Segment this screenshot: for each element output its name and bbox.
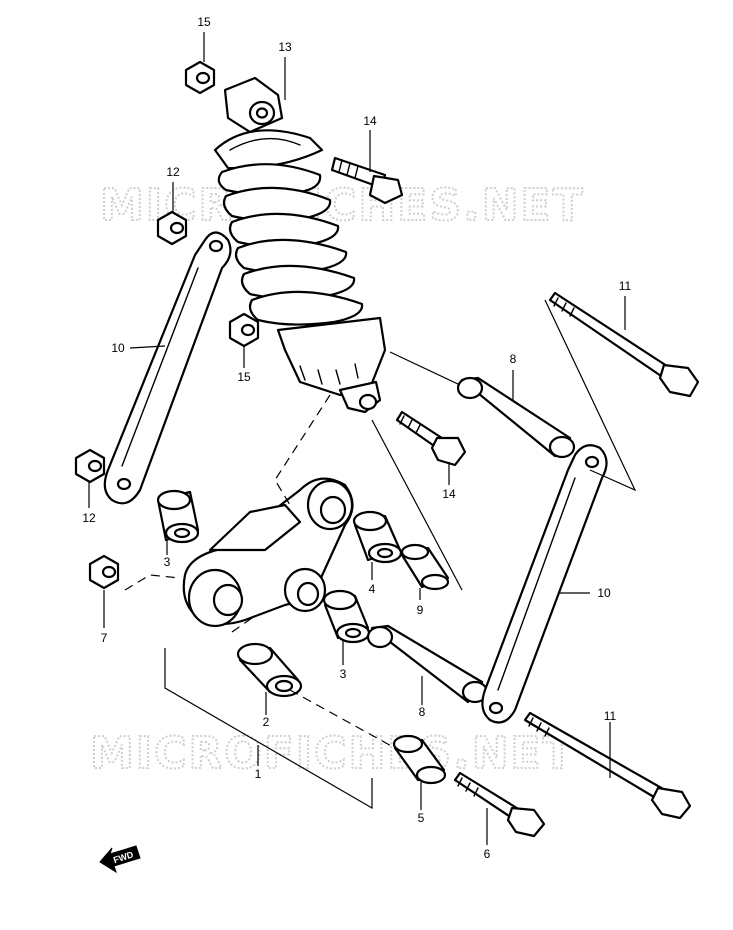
shock-absorber — [213, 76, 387, 414]
bolt-11-lower — [523, 711, 692, 820]
callout-9: 9 — [417, 603, 424, 617]
bearing-2 — [236, 642, 303, 698]
alignment-line-nut7 — [124, 574, 181, 591]
callout-8-upper: 8 — [510, 352, 517, 366]
leader-lines — [88, 32, 626, 845]
bolt-11-upper — [548, 291, 700, 398]
callout-2: 2 — [263, 715, 270, 729]
callout-1: 1 — [255, 767, 262, 781]
bolt-lower — [395, 410, 467, 467]
nut-7 — [88, 554, 120, 590]
bolt-upper — [330, 156, 404, 205]
callout-13: 13 — [278, 40, 292, 54]
callout-14-bottom: 14 — [442, 487, 456, 501]
spacer-8-upper — [456, 376, 576, 459]
callout-12-top: 12 — [166, 165, 180, 179]
connector-bolt-bushing — [371, 419, 463, 591]
callout-11-upper: 11 — [619, 279, 632, 293]
callout-6: 6 — [484, 847, 491, 861]
callout-3-lower: 3 — [340, 667, 347, 681]
nut-15-top — [184, 60, 216, 95]
link-rod-right — [481, 444, 608, 724]
bushing-3-lower — [322, 589, 371, 644]
cushion-lever — [182, 477, 354, 628]
callout-8-lower: 8 — [419, 705, 426, 719]
callout-7: 7 — [101, 631, 108, 645]
callout-14-top: 14 — [363, 114, 377, 128]
fwd-arrow-icon: FWD — [99, 845, 141, 874]
assembly-bracket — [164, 648, 373, 810]
connector-shock-spacer — [389, 351, 461, 386]
bushing-3-upper — [156, 489, 200, 544]
bolt-6 — [453, 771, 546, 838]
watermark-bottom: MICROFICHES.NET — [90, 728, 575, 779]
spacer-9 — [400, 543, 450, 591]
callout-3-upper: 3 — [164, 555, 171, 569]
spacer-5 — [392, 734, 447, 785]
alignment-line-upper — [274, 394, 331, 506]
callout-12-bottom: 12 — [82, 511, 96, 525]
nut-15-mid — [228, 312, 260, 348]
callout-4: 4 — [369, 582, 376, 596]
callout-10-left: 10 — [111, 341, 125, 355]
callout-5: 5 — [418, 811, 425, 825]
callout-15-top: 15 — [197, 15, 211, 29]
callout-15-mid: 15 — [237, 370, 251, 384]
callout-10-right: 10 — [597, 586, 611, 600]
nut-12-bottom — [74, 448, 106, 484]
bushing-4 — [352, 510, 403, 564]
callout-11-lower: 11 — [604, 709, 617, 723]
alignment-line-lower — [231, 617, 396, 749]
link-rod-left — [103, 231, 232, 505]
nut-12-top — [156, 210, 188, 246]
spacer-8-lower — [366, 624, 489, 704]
connector-bolt11-bracket — [544, 299, 637, 492]
